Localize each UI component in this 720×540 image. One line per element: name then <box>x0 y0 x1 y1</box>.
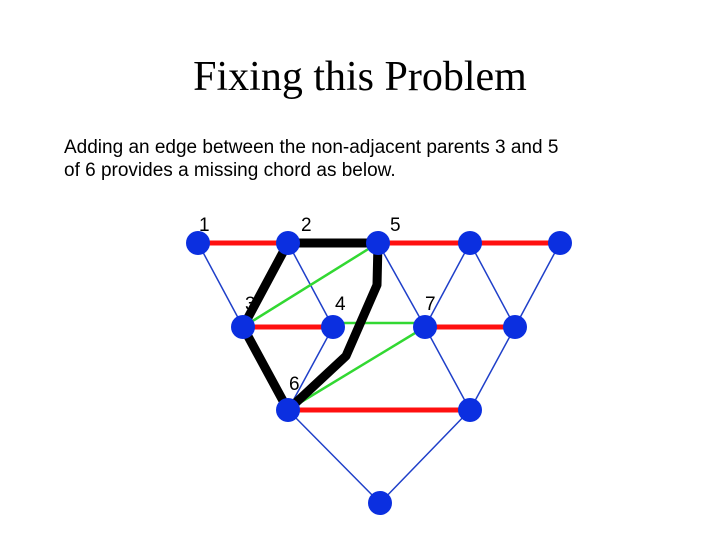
node-1 <box>186 231 210 255</box>
thin-edge <box>379 409 471 504</box>
node <box>548 231 572 255</box>
thin-edge <box>514 242 561 328</box>
body-line-1: Adding an edge between the non-adjacent … <box>64 137 559 158</box>
node-5 <box>366 231 390 255</box>
node-6 <box>276 398 300 422</box>
green-edges <box>242 241 426 412</box>
thin-edge <box>197 242 244 328</box>
node-label-1: 1 <box>199 215 210 236</box>
node-label-3: 3 <box>245 294 256 315</box>
thin-edge <box>424 242 471 328</box>
thin-edges <box>197 242 561 504</box>
slide-body: Adding an edge between the non-adjacent … <box>64 136 674 182</box>
node-label-6: 6 <box>289 374 300 395</box>
node <box>503 315 527 339</box>
node <box>458 398 482 422</box>
node-7 <box>413 315 437 339</box>
green-edge <box>287 325 426 412</box>
thin-edge <box>287 409 381 504</box>
thin-edge <box>469 326 516 411</box>
node-label-2: 2 <box>301 215 312 236</box>
slide-title: Fixing this Problem <box>193 54 527 100</box>
thin-edge <box>424 326 471 411</box>
node-4 <box>321 315 345 339</box>
body-line-2: of 6 provides a missing chord as below. <box>64 160 396 181</box>
thin-edge <box>287 326 334 411</box>
node-3 <box>231 315 255 339</box>
green-edge <box>242 241 379 329</box>
node-label-7: 7 <box>425 294 436 315</box>
thin-edge <box>377 242 426 328</box>
node <box>458 231 482 255</box>
thin-edge <box>469 242 516 328</box>
node-label-4: 4 <box>335 294 346 315</box>
nodes <box>186 231 572 515</box>
node-label-5: 5 <box>390 215 401 236</box>
node-2 <box>276 231 300 255</box>
node <box>368 491 392 515</box>
